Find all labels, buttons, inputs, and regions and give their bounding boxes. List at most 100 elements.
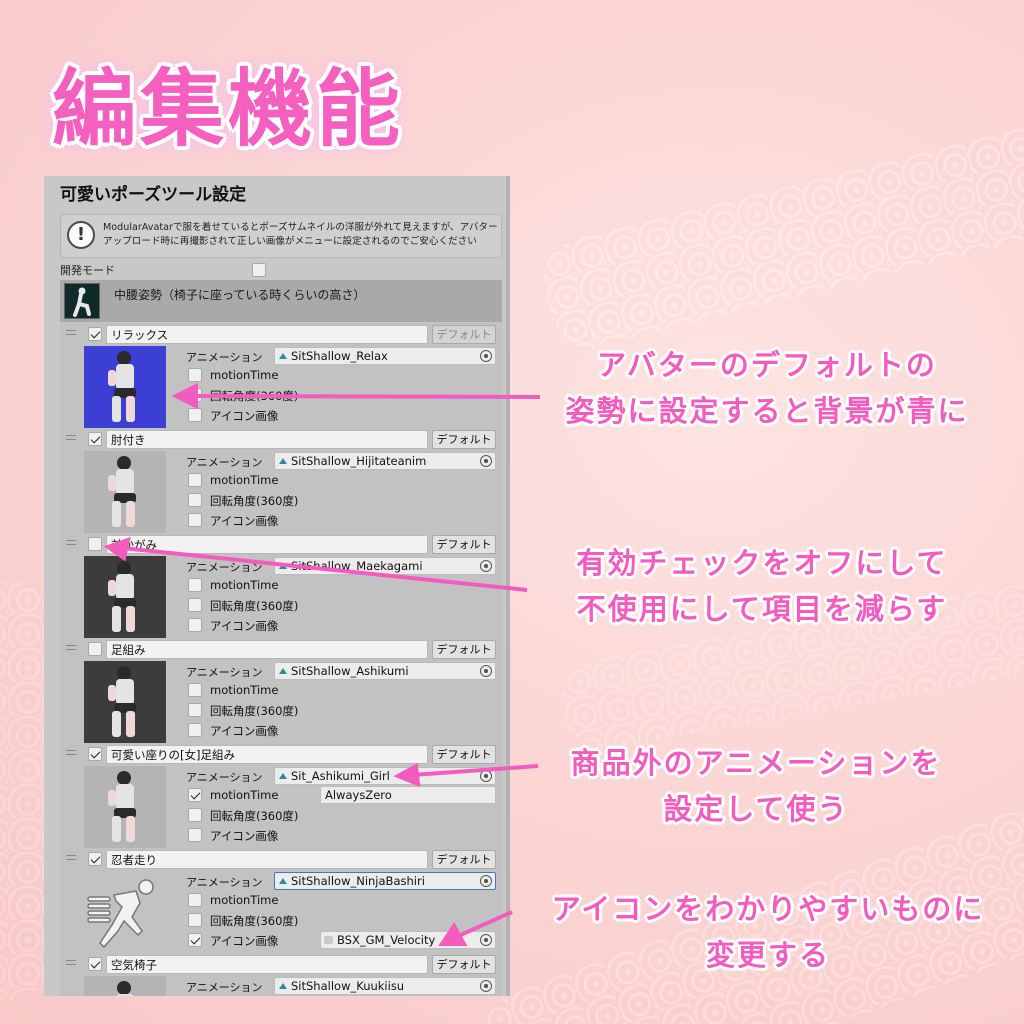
pose-name-field[interactable]: リラックス — [106, 325, 428, 344]
pose-name-field[interactable]: 忍者走り — [106, 850, 428, 869]
animation-clip-icon — [279, 458, 287, 464]
drag-handle-icon[interactable] — [66, 540, 76, 545]
icon-image-checkbox[interactable] — [188, 723, 202, 737]
dev-mode-checkbox[interactable] — [252, 263, 266, 277]
drag-handle-icon[interactable] — [66, 855, 76, 860]
icon-image-value: BSX_GM_Velocity — [337, 933, 436, 947]
animation-label: アニメーション — [186, 456, 263, 469]
animation-clip-icon — [279, 983, 287, 989]
animation-label: アニメーション — [186, 561, 263, 574]
motion-time-label: motionTime — [210, 788, 279, 802]
enable-checkbox[interactable] — [88, 747, 102, 761]
icon-image-label: アイコン画像 — [210, 619, 279, 633]
drag-handle-icon[interactable] — [66, 330, 76, 335]
animation-clip-icon — [279, 773, 287, 779]
icon-image-row: アイコン画像 BSX_GM_Velocity — [188, 931, 498, 949]
rotation-checkbox[interactable] — [188, 388, 202, 402]
animation-label: アニメーション — [186, 981, 263, 994]
drag-handle-icon[interactable] — [66, 645, 76, 650]
pose-name-field[interactable]: 空気椅子 — [106, 955, 428, 974]
drag-handle-icon[interactable] — [66, 750, 76, 755]
motion-time-checkbox[interactable] — [188, 473, 202, 487]
icon-image-checkbox[interactable] — [188, 618, 202, 632]
motion-time-checkbox[interactable] — [188, 578, 202, 592]
animation-field[interactable]: SitShallow_NinjaBashiri — [274, 872, 496, 890]
callout-line: アバターのデフォルトの — [597, 348, 937, 382]
motion-time-parameter-field[interactable]: AlwaysZero — [320, 786, 496, 804]
texture-icon — [324, 936, 333, 944]
lace-decoration — [535, 113, 1024, 357]
icon-image-checkbox[interactable] — [188, 513, 202, 527]
default-button[interactable]: デフォルト — [432, 745, 496, 764]
motion-time-label: motionTime — [210, 893, 279, 907]
object-picker-icon[interactable] — [480, 455, 492, 467]
pose-thumbnail — [84, 766, 166, 848]
rotation-checkbox[interactable] — [188, 598, 202, 612]
default-button[interactable]: デフォルト — [432, 955, 496, 974]
icon-image-checkbox[interactable] — [188, 408, 202, 422]
rotation-checkbox[interactable] — [188, 703, 202, 717]
enable-checkbox[interactable] — [88, 537, 102, 551]
motion-time-checkbox[interactable] — [188, 368, 202, 382]
enable-checkbox[interactable] — [88, 432, 102, 446]
motion-time-label: motionTime — [210, 368, 279, 382]
animation-field[interactable]: SitShallow_Maekagami — [274, 557, 496, 575]
animation-field[interactable]: SitShallow_Relax — [274, 347, 496, 365]
pose-name-field[interactable]: 足組み — [106, 640, 428, 659]
pose-name-field[interactable]: 可愛い座りの[女]足組み — [106, 745, 428, 764]
pose-name-field[interactable]: 前かがみ — [106, 535, 428, 554]
animation-field[interactable]: SitShallow_Ashikumi — [274, 662, 496, 680]
pose-item: 前かがみ デフォルト アニメーション SitShallow_Maekagami … — [60, 532, 502, 638]
animation-field[interactable]: Sit_Ashikumi_Girl — [274, 767, 496, 785]
rotation-row: 回転角度(360度) — [188, 912, 498, 928]
enable-checkbox[interactable] — [88, 957, 102, 971]
object-picker-icon[interactable] — [480, 560, 492, 572]
callout-change-icon: アイコンをわかりやすいものに 変更する — [508, 886, 1024, 978]
lace-decoration — [0, 580, 50, 1000]
default-button[interactable]: デフォルト — [432, 535, 496, 554]
running-figure-icon — [87, 879, 154, 949]
default-button[interactable]: デフォルト — [432, 850, 496, 869]
animation-field[interactable]: SitShallow_Hijitateanim — [274, 452, 496, 470]
default-button[interactable]: デフォルト — [432, 325, 496, 344]
motion-time-label: motionTime — [210, 683, 279, 697]
drag-handle-icon[interactable] — [66, 960, 76, 965]
icon-image-label: アイコン画像 — [210, 409, 279, 423]
object-picker-icon[interactable] — [480, 350, 492, 362]
avatar-figure — [116, 981, 134, 996]
enable-checkbox[interactable] — [88, 852, 102, 866]
pose-item: 足組み デフォルト アニメーション SitShallow_Ashikumi mo… — [60, 637, 502, 743]
object-picker-icon[interactable] — [480, 665, 492, 677]
enable-checkbox[interactable] — [88, 642, 102, 656]
pose-item: 空気椅子 デフォルト アニメーション SitShallow_Kuukiisu m… — [60, 952, 502, 996]
icon-image-field[interactable]: BSX_GM_Velocity — [320, 931, 496, 949]
object-picker-icon[interactable] — [480, 770, 492, 782]
rotation-checkbox[interactable] — [188, 913, 202, 927]
icon-image-row: アイコン画像 — [188, 617, 498, 633]
dev-mode-row: 開発モード — [60, 262, 500, 278]
rotation-checkbox[interactable] — [188, 808, 202, 822]
motion-time-row: motionTime AlwaysZero — [188, 786, 498, 804]
motion-time-checkbox[interactable] — [188, 683, 202, 697]
avatar-figure — [108, 561, 136, 632]
object-picker-icon[interactable] — [480, 980, 492, 992]
rotation-checkbox[interactable] — [188, 493, 202, 507]
default-button[interactable]: デフォルト — [432, 430, 496, 449]
pose-name-field[interactable]: 肘付き — [106, 430, 428, 449]
section-header[interactable]: 中腰姿勢（椅子に座っている時くらいの高さ） — [60, 280, 502, 322]
motion-time-checkbox[interactable] — [188, 788, 202, 802]
inspector-title: 可愛いポーズツール設定 — [60, 185, 247, 205]
object-picker-icon[interactable] — [480, 875, 492, 887]
pose-item: 忍者走り デフォルト アニメーション SitShallow_NinjaBashi… — [60, 847, 502, 952]
object-picker-icon[interactable] — [480, 934, 492, 946]
enable-checkbox[interactable] — [88, 327, 102, 341]
callout-disable-check: 有効チェックをオフにして 不使用にして項目を減らす — [532, 540, 992, 632]
animation-field[interactable]: SitShallow_Kuukiisu — [274, 977, 496, 995]
icon-image-checkbox[interactable] — [188, 828, 202, 842]
default-button[interactable]: デフォルト — [432, 640, 496, 659]
motion-time-checkbox[interactable] — [188, 893, 202, 907]
icon-image-checkbox[interactable] — [188, 933, 202, 947]
rotation-row: 回転角度(360度) — [188, 387, 498, 403]
animation-clip-icon — [279, 668, 287, 674]
drag-handle-icon[interactable] — [66, 435, 76, 440]
